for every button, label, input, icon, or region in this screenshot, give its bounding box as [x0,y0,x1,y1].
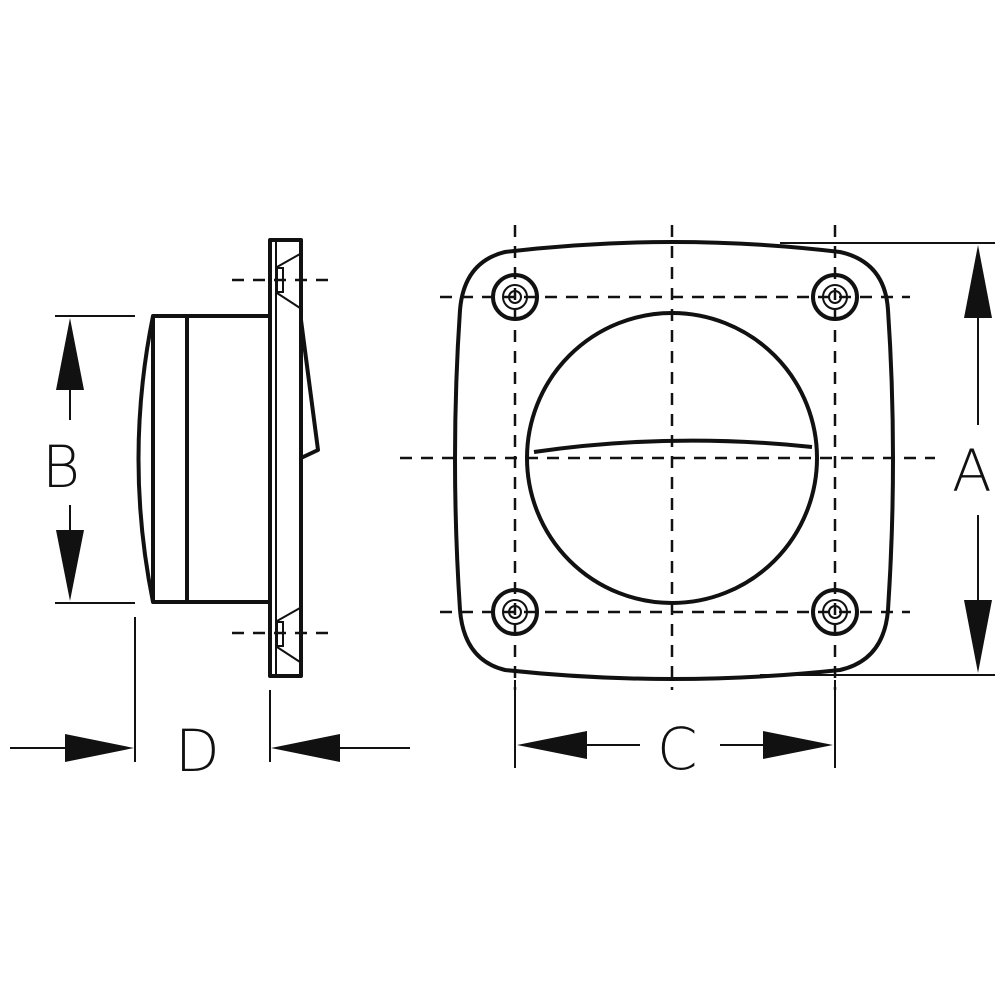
arrow-left-icon [271,734,340,762]
flange-outline [453,240,895,681]
dimension-c [514,680,836,768]
label-d: D [175,717,220,785]
arrow-right-icon [65,734,134,762]
dimension-d [10,617,410,762]
label-a: A [952,437,992,505]
dimension-b [55,315,135,604]
arrow-down-icon [964,600,992,673]
body-side [151,314,270,604]
label-b: B [42,433,80,501]
arrow-left-icon [517,731,587,759]
dimension-a [760,242,995,676]
side-view [136,238,335,678]
front-view [400,225,935,690]
lens-curve [136,315,155,603]
arrow-down-icon [56,530,84,601]
arrow-up-icon [56,318,84,390]
countersink-bottom [276,607,301,663]
lip-side [299,319,320,460]
arrow-up-icon [964,245,992,318]
label-c: C [657,715,698,783]
arrow-right-icon [763,731,833,759]
